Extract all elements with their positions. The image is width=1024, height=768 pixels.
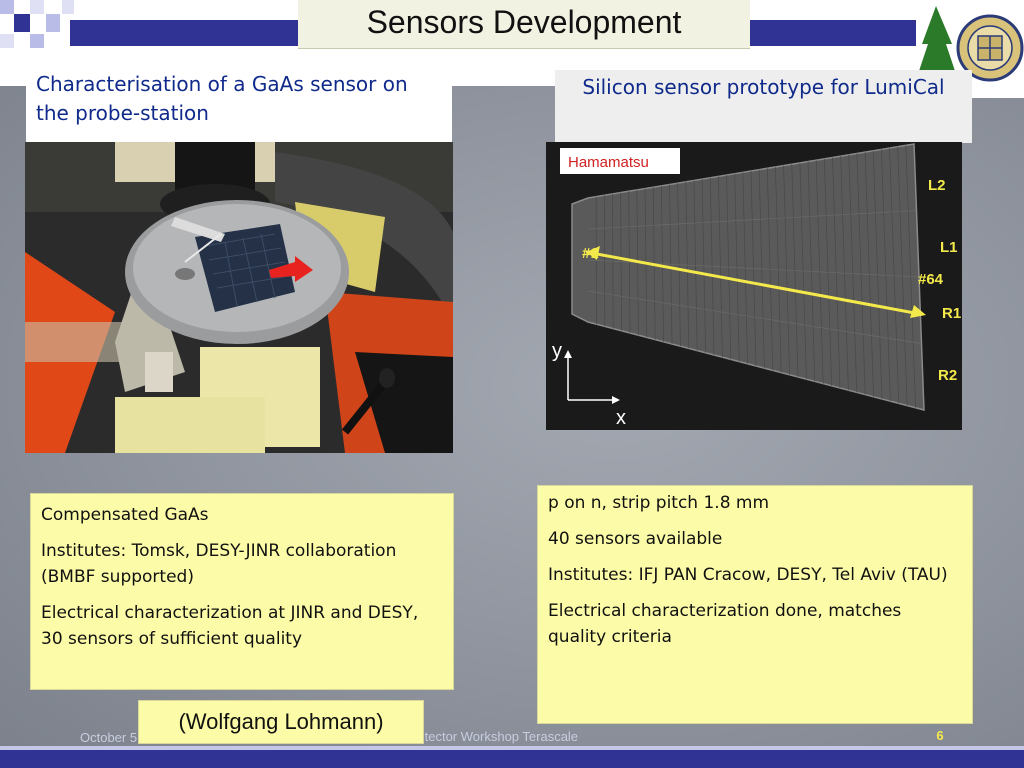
corner-square (62, 0, 74, 14)
corner-square (0, 0, 14, 14)
right-info-box: p on n, strip pitch 1.8 mm 40 sensors av… (537, 485, 973, 724)
left-bullet: Institutes: Tomsk, DESY-JINR collaborati… (41, 541, 397, 587)
left-info-box: Compensated GaAs Institutes: Tomsk, DESY… (30, 493, 454, 690)
sector-label-r1: R1 (942, 305, 961, 322)
right-bullet: Electrical characterization done, matche… (548, 601, 902, 647)
corner-square (46, 14, 60, 32)
author-box: (Wolfgang Lohmann) (138, 700, 424, 744)
corner-square (14, 14, 30, 32)
right-caption: Silicon sensor prototype for LumiCal (555, 70, 972, 143)
sensor-sector-line (587, 210, 917, 230)
axis-y-label: y (552, 340, 562, 362)
sensor-sector-line (587, 290, 922, 344)
corner-square (0, 34, 14, 48)
left-bullet: Compensated GaAs (41, 505, 209, 525)
footer-bar (0, 750, 1024, 768)
silicon-sensor-figure: Hamamatsu #1 #64 L2 L1 R1 R2 y x (546, 142, 962, 430)
pad-end-label: #64 (918, 271, 944, 288)
page-number: 6 (936, 728, 944, 743)
arrow-head-right (910, 305, 926, 318)
left-caption: Characterisation of a GaAs sensor on the… (26, 64, 452, 142)
footer-event: Detector Workshop Terascale (408, 729, 579, 744)
sector-label-r2: R2 (938, 367, 957, 384)
corner-square (30, 0, 44, 14)
right-bullet: p on n, strip pitch 1.8 mm (548, 493, 770, 513)
title-box: Sensors Development (298, 0, 750, 49)
y-axis-arrow (564, 350, 572, 358)
x-axis-arrow (612, 396, 620, 404)
left-bullet: Electrical characterization at JINR and … (41, 603, 419, 649)
maker-label-box (560, 148, 680, 174)
axis-x-label: x (616, 407, 626, 429)
right-bullet: Institutes: IFJ PAN Cracow, DESY, Tel Av… (548, 565, 948, 585)
pad-start-label: #1 (582, 245, 599, 262)
pad-arrow (585, 250, 921, 316)
sector-label-l1: L1 (940, 239, 958, 256)
probe-station-photo (25, 142, 453, 453)
corner-square (30, 34, 44, 48)
maker-label: Hamamatsu (568, 154, 649, 171)
sector-label-l2: L2 (928, 177, 946, 194)
footer-line (0, 746, 1024, 750)
right-bullet: 40 sensors available (548, 529, 723, 549)
arrow-head-left (586, 246, 600, 260)
slide-title: Sensors Development (366, 4, 682, 40)
sensor-outline (571, 143, 925, 411)
